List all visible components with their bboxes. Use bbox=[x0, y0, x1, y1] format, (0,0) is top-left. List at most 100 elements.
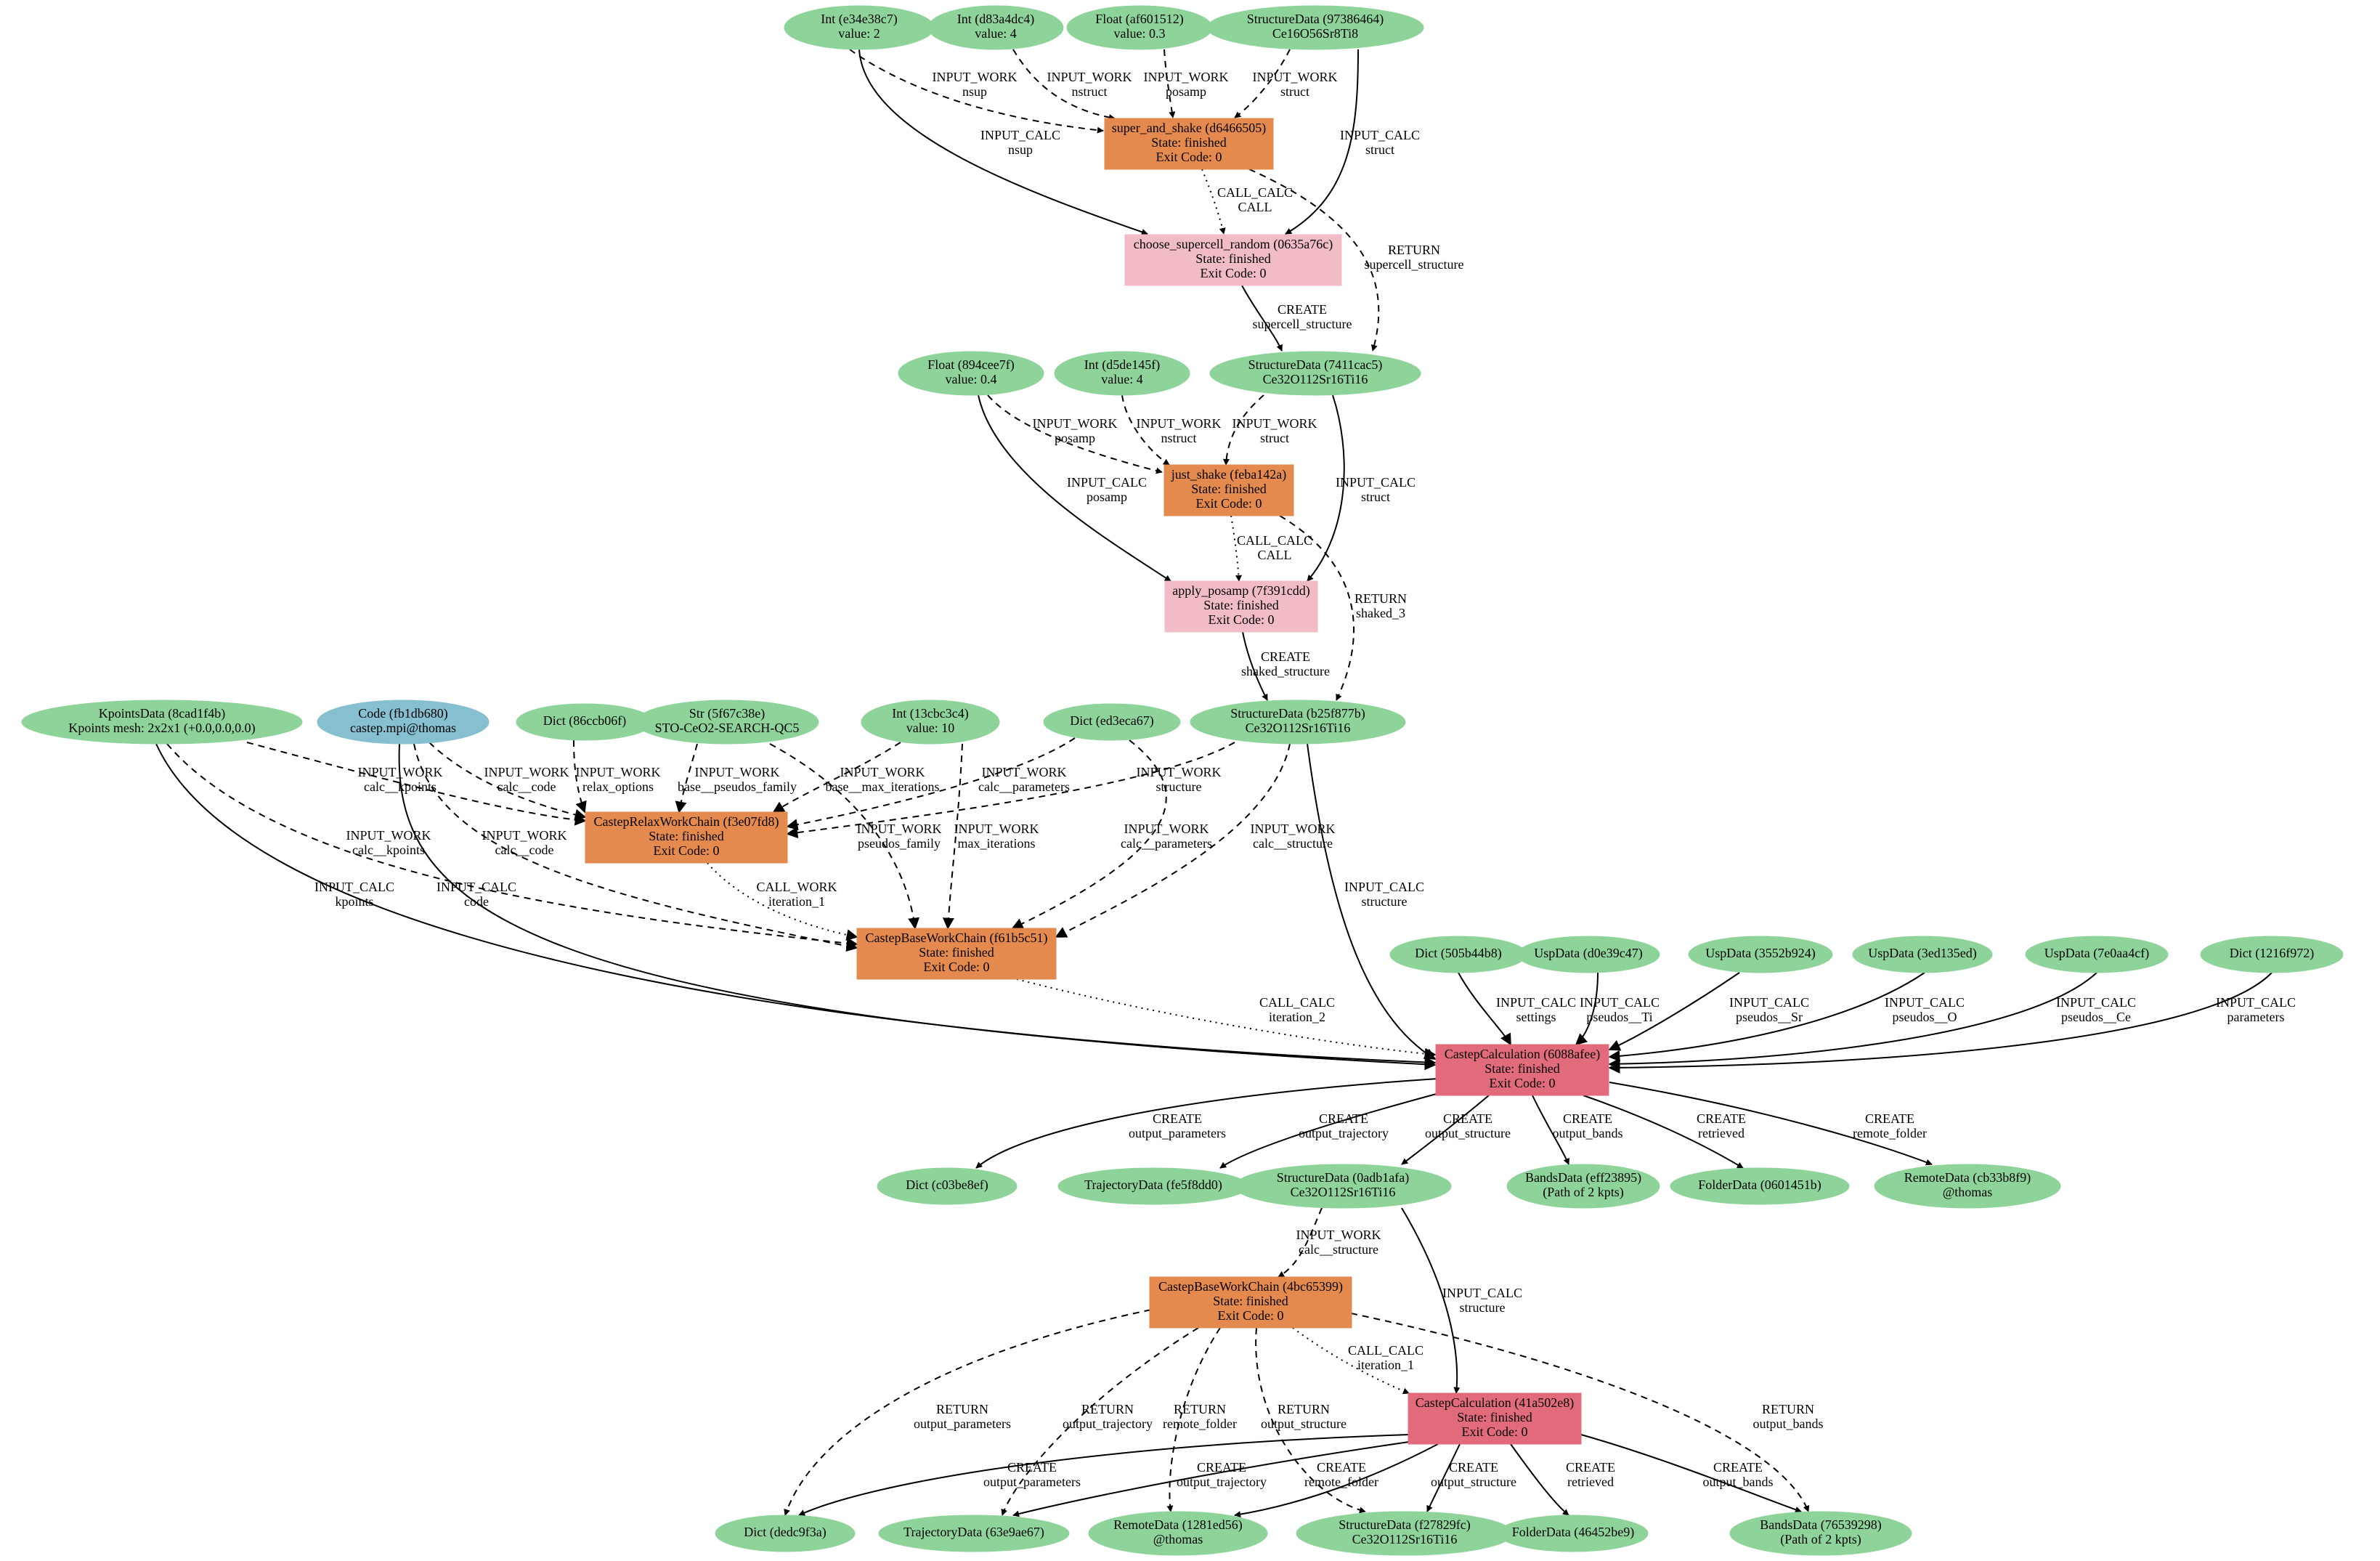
node-super_shake[interactable]: super_and_shake (d6466505)State: finishe… bbox=[1104, 118, 1274, 170]
node-int_d83a[interactable]: Int (d83a4dc4)value: 4 bbox=[927, 5, 1064, 50]
node-float_894c[interactable]: Float (894cee7f)value: 0.4 bbox=[898, 351, 1044, 396]
node-title: StructureData (b25f877b) bbox=[1230, 706, 1365, 721]
edge-link-label: relax_options bbox=[582, 779, 654, 794]
node-detail: value: 4 bbox=[975, 26, 1016, 41]
edge-link-label: structure bbox=[1156, 779, 1202, 794]
node-calc1[interactable]: CastepCalculation (6088afee)State: finis… bbox=[1435, 1044, 1609, 1096]
node-traj_fe5f[interactable]: TrajectoryData (fe5f8dd0) bbox=[1057, 1167, 1249, 1205]
node-choose_super[interactable]: choose_supercell_random (0635a76c)State:… bbox=[1124, 234, 1342, 286]
node-detail: Exit Code: 0 bbox=[654, 843, 720, 858]
edge-link-label: nsup bbox=[962, 84, 987, 99]
edge-link-label: CALL bbox=[1258, 548, 1292, 562]
edges-layer: INPUT_WORKnsupINPUT_WORKnstructINPUT_WOR… bbox=[155, 49, 2296, 1518]
node-struct_9738[interactable]: StructureData (97386464)Ce16O56Sr8Ti8 bbox=[1206, 5, 1424, 50]
node-shape-ellipse bbox=[1054, 351, 1190, 396]
node-shape-ellipse bbox=[878, 1515, 1070, 1552]
node-shape-ellipse bbox=[715, 1515, 856, 1552]
edge-type-label: INPUT_WORK bbox=[1232, 416, 1317, 431]
node-kpoints[interactable]: KpointsData (8cad1f4b)Kpoints mesh: 2x2x… bbox=[21, 700, 303, 745]
node-shape-ellipse bbox=[1209, 351, 1421, 396]
edge-link-label: output_trajectory bbox=[1177, 1475, 1267, 1489]
edge-link-label: calc__structure bbox=[1299, 1242, 1378, 1257]
node-relax_wc[interactable]: CastepRelaxWorkChain (f3e07fd8)State: fi… bbox=[585, 811, 788, 864]
node-usp_7e0a[interactable]: UspData (7e0aa4cf) bbox=[2025, 936, 2169, 973]
node-usp_3552[interactable]: UspData (3552b924) bbox=[1688, 936, 1833, 973]
node-float_af60[interactable]: Float (af601512)value: 0.3 bbox=[1066, 5, 1213, 50]
edge-link-label: settings bbox=[1516, 1010, 1556, 1024]
node-title: FolderData (46452be9) bbox=[1512, 1525, 1634, 1540]
node-title: StructureData (7411cac5) bbox=[1248, 357, 1383, 373]
edge-link-label: remote_folder bbox=[1163, 1416, 1237, 1431]
node-calc2[interactable]: CastepCalculation (41a502e8)State: finis… bbox=[1408, 1392, 1582, 1445]
node-traj_63e9[interactable]: TrajectoryData (63e9ae67) bbox=[878, 1515, 1070, 1552]
edge-link-label: posamp bbox=[1055, 431, 1095, 445]
edge-link-label: base__max_iterations bbox=[826, 779, 940, 794]
node-detail: value: 4 bbox=[1101, 372, 1142, 386]
node-struct_b25f[interactable]: StructureData (b25f877b)Ce32O112Sr16Ti16 bbox=[1190, 700, 1406, 745]
edge-link-label: iteration_1 bbox=[768, 894, 825, 909]
edge-type-label: RETURN bbox=[1388, 243, 1440, 257]
node-remote_1281[interactable]: RemoteData (1281ed56)@thomas bbox=[1088, 1511, 1268, 1556]
node-struct_7411[interactable]: StructureData (7411cac5)Ce32O112Sr16Ti16 bbox=[1209, 351, 1421, 396]
node-int_e34e[interactable]: Int (e34e38c7)value: 2 bbox=[784, 5, 935, 50]
node-str_5f67[interactable]: Str (5f67c38e)STO-CeO2-SEARCH-QC5 bbox=[635, 700, 819, 745]
edge-link-label: output_parameters bbox=[1129, 1126, 1226, 1140]
node-detail: State: finished bbox=[1195, 251, 1270, 266]
edge-type-label: INPUT_CALC bbox=[2216, 995, 2296, 1010]
node-usp_d0e3[interactable]: UspData (d0e39c47) bbox=[1516, 936, 1660, 973]
node-struct_0adb[interactable]: StructureData (0adb1afa)Ce32O112Sr16Ti16 bbox=[1234, 1164, 1452, 1209]
node-base_wc2[interactable]: CastepBaseWorkChain (4bc65399)State: fin… bbox=[1149, 1276, 1352, 1329]
edge-line bbox=[573, 739, 587, 814]
edge-line bbox=[1222, 394, 1264, 466]
node-int_d5de[interactable]: Int (d5de145f)value: 4 bbox=[1054, 351, 1190, 396]
node-title: CastepCalculation (6088afee) bbox=[1445, 1047, 1600, 1062]
node-shape-ellipse bbox=[635, 700, 819, 745]
edge-type-label: CALL_CALC bbox=[1217, 185, 1293, 200]
node-dict_86cc[interactable]: Dict (86ccb06f) bbox=[516, 703, 654, 741]
node-remote_cb33[interactable]: RemoteData (cb33b8f9)@thomas bbox=[1874, 1164, 2061, 1209]
node-bands_eff2[interactable]: BandsData (eff23895)(Path of 2 kpts) bbox=[1506, 1164, 1660, 1209]
node-dict_c03b[interactable]: Dict (c03be8ef) bbox=[877, 1167, 1018, 1205]
edge-link-label: kpoints bbox=[335, 894, 373, 909]
node-title: RemoteData (cb33b8f9) bbox=[1904, 1170, 2031, 1185]
node-detail: State: finished bbox=[1203, 598, 1278, 612]
node-folder_0601[interactable]: FolderData (0601451b) bbox=[1670, 1167, 1850, 1205]
node-dict_1216[interactable]: Dict (1216f972) bbox=[2200, 936, 2344, 973]
node-base_wc1[interactable]: CastepBaseWorkChain (f61b5c51)State: fin… bbox=[856, 928, 1057, 980]
node-title: Str (5f67c38e) bbox=[689, 706, 765, 721]
node-apply_posamp[interactable]: apply_posamp (7f391cdd)State: finishedEx… bbox=[1164, 580, 1318, 633]
node-title: Int (e34e38c7) bbox=[821, 12, 897, 27]
node-detail: Ce32O112Sr16Ti16 bbox=[1291, 1185, 1396, 1199]
edge-link-label: pseudos__O bbox=[1893, 1010, 1957, 1024]
edge-link-label: pseudos__Sr bbox=[1736, 1010, 1803, 1024]
edge-link-label: output_trajectory bbox=[1299, 1126, 1389, 1140]
node-folder_4645[interactable]: FolderData (46452be9) bbox=[1498, 1515, 1649, 1552]
node-dict_dedc[interactable]: Dict (dedc9f3a) bbox=[715, 1515, 856, 1552]
node-title: Dict (ed3eca67) bbox=[1070, 713, 1153, 729]
node-just_shake[interactable]: just_shake (feba142a)State: finishedExit… bbox=[1163, 464, 1294, 516]
node-usp_3ed1[interactable]: UspData (3ed135ed) bbox=[1852, 936, 1993, 973]
node-shape-ellipse bbox=[1688, 936, 1833, 973]
node-dict_505b[interactable]: Dict (505b44b8) bbox=[1389, 936, 1527, 973]
node-code[interactable]: Code (fb1db680)castep.mpi@thomas bbox=[317, 700, 490, 745]
node-bands_7653[interactable]: BandsData (76539298)(Path of 2 kpts) bbox=[1729, 1511, 1912, 1556]
node-shape-box bbox=[1408, 1392, 1582, 1445]
node-detail: @thomas bbox=[1943, 1185, 1993, 1199]
node-shape-ellipse bbox=[1498, 1515, 1649, 1552]
node-shape-ellipse bbox=[1852, 936, 1993, 973]
node-int_13cb[interactable]: Int (13cbc3c4)value: 10 bbox=[861, 700, 1000, 745]
edge-line bbox=[1608, 972, 2273, 1074]
node-title: Float (894cee7f) bbox=[927, 357, 1014, 373]
node-detail: value: 0.4 bbox=[946, 372, 997, 386]
edge-line bbox=[1609, 1082, 1933, 1166]
node-struct_f278[interactable]: StructureData (f27829fc)Ce32O112Sr16Ti16 bbox=[1296, 1511, 1514, 1556]
node-dict_ed3e[interactable]: Dict (ed3eca67) bbox=[1043, 703, 1181, 741]
